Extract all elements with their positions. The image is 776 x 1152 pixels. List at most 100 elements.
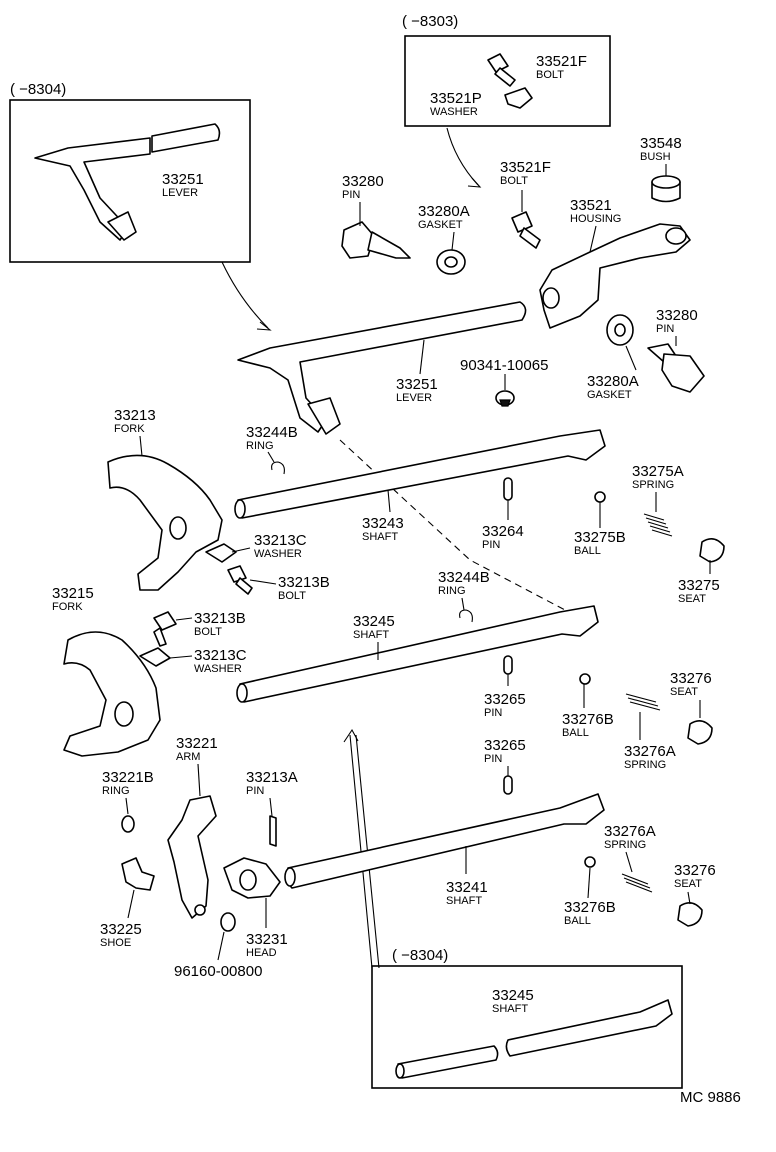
lever-33251 — [237, 301, 527, 435]
part-label-33241: 33241 SHAFT — [446, 879, 488, 907]
part-label-33243: 33243 SHAFT — [362, 515, 404, 543]
part-name: PIN — [246, 785, 264, 797]
part-name: BALL — [574, 545, 601, 557]
arrowhead-inset-left — [256, 321, 272, 331]
part-name: SEAT — [678, 593, 706, 605]
bolt-90341 — [495, 390, 515, 407]
part-number: 33275A — [632, 463, 684, 480]
part-name: LEVER — [396, 392, 432, 404]
part-name: WASHER — [430, 106, 478, 118]
part-number: 33521F — [536, 53, 587, 70]
part-number: 33276 — [674, 862, 716, 879]
bolt-33213b-a — [227, 565, 253, 595]
lever-33251-inset — [34, 123, 221, 241]
shoe-33225 — [121, 857, 155, 891]
ring-33244b-b — [459, 609, 473, 623]
part-number: 33280 — [656, 307, 698, 324]
part-name: SHAFT — [492, 1003, 528, 1015]
diagram-code: MC 9886 — [680, 1089, 741, 1106]
part-label-33215: 33215 FORK — [52, 585, 94, 613]
inset-top-range: ( −8303) — [402, 13, 458, 30]
part-number: 33244B — [438, 569, 490, 586]
part-label-33213: 33213 FORK — [114, 407, 156, 435]
part-label-33280a-b: 33280A GASKET — [587, 373, 639, 401]
part-label-33231: 33231 HEAD — [246, 931, 288, 959]
part-number: 33521 — [570, 197, 612, 214]
fork-33215 — [63, 631, 161, 757]
gasket-33280a-a — [436, 249, 466, 275]
part-label-90341: 90341-10065 — [460, 357, 548, 374]
part-name: BOLT — [278, 590, 306, 602]
part-label-33276a-b: 33276A SPRING — [604, 823, 656, 851]
part-number: 33280A — [418, 203, 470, 220]
shaft-33245 — [236, 605, 599, 703]
seat-33275 — [699, 538, 725, 563]
part-number: 33241 — [446, 879, 488, 896]
part-number: 33225 — [100, 921, 142, 938]
part-label-33276-a: 33276 SEAT — [670, 670, 712, 698]
ball-33276b-a — [579, 673, 591, 685]
part-number: 33244B — [246, 424, 298, 441]
pin-33264 — [503, 477, 513, 501]
bolt-33213b-b — [153, 611, 177, 647]
part-label-33276a-a: 33276A SPRING — [624, 743, 676, 771]
washer-33213c-b — [139, 647, 171, 667]
part-label-33265-a: 33265 PIN — [484, 691, 526, 719]
spring-33276a-a — [625, 693, 661, 711]
part-number: 33276 — [670, 670, 712, 687]
part-name: SHAFT — [446, 895, 482, 907]
inset-bottom-range: ( −8304) — [392, 947, 448, 964]
part-name: SHAFT — [362, 531, 398, 543]
part-number: 33521F — [500, 159, 551, 176]
part-label-33221b: 33221B RING — [102, 769, 154, 797]
part-number: 33245 — [492, 987, 534, 1004]
housing-33521 — [539, 223, 691, 329]
part-label-33244b-b: 33244B RING — [438, 569, 490, 597]
inset-left-range: ( −8304) — [10, 81, 66, 98]
part-number: 33265 — [484, 691, 526, 708]
ball-33275b — [594, 491, 606, 503]
part-number: 33221 — [176, 735, 218, 752]
part-name: BOLT — [194, 626, 222, 638]
part-label-33265-b: 33265 PIN — [484, 737, 526, 765]
spring-33275a — [643, 513, 673, 537]
part-name: PIN — [484, 707, 502, 719]
part-number: 33245 — [353, 613, 395, 630]
part-label-33213c-a: 33213C WASHER — [254, 532, 307, 560]
part-number: 33231 — [246, 931, 288, 948]
part-name: LEVER — [162, 187, 198, 199]
part-label-33225: 33225 SHOE — [100, 921, 142, 949]
part-name: SEAT — [674, 878, 702, 890]
part-name: SEAT — [670, 686, 698, 698]
part-label-33213b-b: 33213B BOLT — [194, 610, 246, 638]
part-number: 33548 — [640, 135, 682, 152]
part-number: 33265 — [484, 737, 526, 754]
part-label-33276b-a: 33276B BALL — [562, 711, 614, 739]
part-label-96160: 96160-00800 — [174, 963, 262, 980]
part-name: ARM — [176, 751, 200, 763]
ball-33276b-b — [584, 856, 596, 868]
part-label-33245: 33245 SHAFT — [353, 613, 395, 641]
part-label-33275a: 33275A SPRING — [632, 463, 684, 491]
gasket-33280a-b — [606, 314, 634, 346]
inset-top: ( −8303) — [402, 13, 611, 127]
part-number: 33521P — [430, 90, 482, 107]
inset-left: ( −8304) — [9, 81, 251, 263]
part-label-33276b-b: 33276B BALL — [564, 899, 616, 927]
head-33231 — [223, 857, 281, 899]
part-number: 33213B — [194, 610, 246, 627]
part-number: 33213 — [114, 407, 156, 424]
part-label-33251-inset: 33251 LEVER — [162, 171, 204, 199]
part-label-33521f-inset: 33521F BOLT — [536, 53, 587, 81]
part-number: 33251 — [162, 171, 204, 188]
inset-bottom: ( −8304) — [371, 947, 683, 1089]
part-label-33245-inset: 33245 SHAFT — [492, 987, 534, 1015]
part-number: 90341-10065 — [460, 357, 548, 374]
arrowhead-inset-top — [467, 177, 482, 188]
arrow-inset-left — [221, 261, 269, 329]
part-name: BOLT — [536, 69, 564, 81]
bush-33548 — [651, 175, 681, 203]
bolt-33521f-inset — [487, 53, 516, 87]
part-label-33275b: 33275B BALL — [574, 529, 626, 557]
